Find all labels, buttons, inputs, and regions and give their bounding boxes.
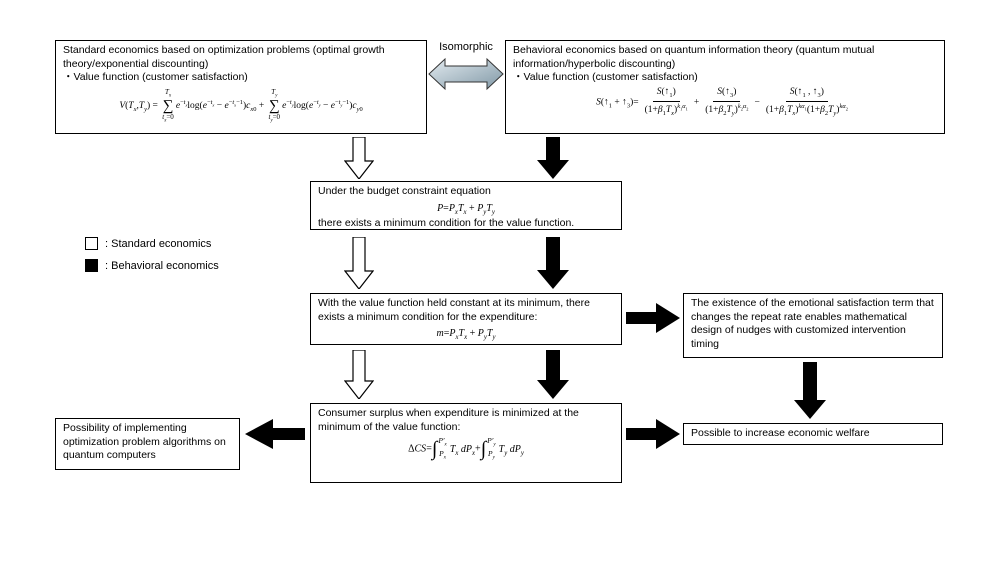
welfare-text: Possible to increase economic welfare <box>691 427 870 440</box>
arrow-shape <box>626 419 680 449</box>
behavioral-value-function-formula: S(↑1 + ↑3)=S(↑1)(1+β1Tx)k1α1+S(↑3)(1+β2T… <box>596 86 848 117</box>
expenditure-line1: With the value function held constant at… <box>318 297 590 323</box>
isomorphic-double-arrow-icon <box>428 57 504 91</box>
behavioral-down-arrow-icon <box>537 137 569 179</box>
behavioral-economics-swatch <box>85 259 98 272</box>
standard-economics-box: Standard economics based on optimization… <box>55 40 427 134</box>
legend-behavioral-row: : Behavioral economics <box>85 259 219 272</box>
double-arrow-shape <box>428 57 504 91</box>
legend-standard-row: : Standard economics <box>85 237 219 250</box>
arrow-shape <box>344 137 374 179</box>
standard-value-function-label: ・Value function (customer satisfaction) <box>63 71 248 84</box>
surplus-line1: Consumer surplus when expenditure is min… <box>318 407 579 433</box>
standard-down-arrow-icon <box>344 237 374 289</box>
consumer-surplus-box: Consumer surplus when expenditure is min… <box>310 403 622 483</box>
quantum-text: Possibility of implementing optimization… <box>63 422 226 462</box>
budget-line2: there exists a minimum condition for the… <box>318 217 575 230</box>
arrow-shape <box>537 237 569 289</box>
right-arrow-icon <box>626 303 680 333</box>
expenditure-minimum-box: With the value function held constant at… <box>310 293 622 345</box>
isomorphic-label: Isomorphic <box>439 41 493 53</box>
right-arrow-icon <box>626 419 680 449</box>
arrow-shape <box>626 303 680 333</box>
behavioral-down-arrow-icon <box>794 362 826 419</box>
arrow-shape <box>537 137 569 179</box>
legend-standard-label: : Standard economics <box>105 237 212 250</box>
budget-constraint-box: Under the budget constraint equation P=P… <box>310 181 622 230</box>
behavioral-down-arrow-icon <box>537 237 569 289</box>
arrow-shape <box>537 350 569 399</box>
arrow-shape <box>245 419 305 449</box>
legend: : Standard economics : Behavioral econom… <box>85 237 219 281</box>
behavioral-down-arrow-icon <box>537 350 569 399</box>
standard-economics-title: Standard economics based on optimization… <box>63 44 385 70</box>
standard-down-arrow-icon <box>344 350 374 399</box>
budget-formula: P=PxTx + PyTy <box>437 202 495 216</box>
behavioral-value-function-label: ・Value function (customer satisfaction) <box>513 71 698 84</box>
arrow-shape <box>344 350 374 399</box>
standard-down-arrow-icon <box>344 137 374 179</box>
arrow-shape <box>344 237 374 289</box>
legend-behavioral-label: : Behavioral economics <box>105 259 219 272</box>
budget-line1: Under the budget constraint equation <box>318 185 491 197</box>
left-arrow-icon <box>245 419 305 449</box>
emotional-text: The existence of the emotional satisfact… <box>691 297 934 350</box>
quantum-computers-box: Possibility of implementing optimization… <box>55 418 240 470</box>
expenditure-formula: m=PxTx + PyTy <box>436 328 496 342</box>
economic-welfare-box: Possible to increase economic welfare <box>683 423 943 445</box>
standard-economics-swatch <box>85 237 98 250</box>
arrow-shape <box>794 362 826 419</box>
behavioral-economics-title: Behavioral economics based on quantum in… <box>513 44 875 70</box>
behavioral-economics-box: Behavioral economics based on quantum in… <box>505 40 945 134</box>
emotional-satisfaction-box: The existence of the emotional satisfact… <box>683 293 943 358</box>
